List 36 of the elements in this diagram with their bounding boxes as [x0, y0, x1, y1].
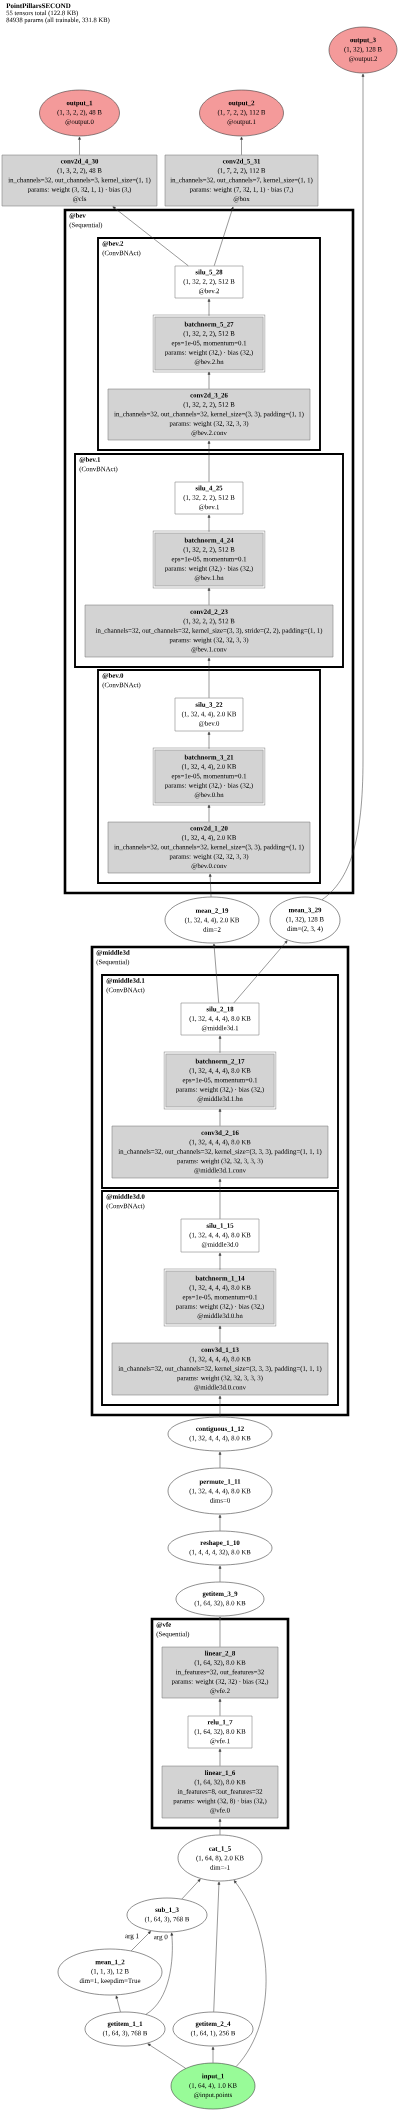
arrow: [181, 1878, 201, 1900]
arrow: [218, 1252, 222, 1270]
arrow: [112, 206, 189, 266]
arrow: [218, 1698, 222, 1716]
arrow: [233, 940, 288, 1003]
arrow: [218, 1108, 222, 1126]
arrow: [211, 2046, 215, 2063]
arrow: [240, 136, 243, 155]
arrow: [218, 1616, 222, 1647]
arrow: [207, 657, 211, 698]
arrow: [207, 514, 211, 532]
arrow: [131, 1931, 151, 1951]
arrow: [207, 371, 211, 389]
arrow: [212, 943, 219, 1003]
arrow: [218, 1565, 222, 1582]
arrow: [207, 804, 211, 822]
arrow: [218, 1035, 222, 1053]
arrow: [218, 1325, 222, 1343]
arrow: [78, 136, 81, 155]
arrow: [208, 873, 212, 897]
arrow: [115, 1995, 121, 2013]
arrow: [207, 440, 211, 482]
arrow: [218, 1178, 222, 1219]
arrow: [207, 587, 211, 605]
arrow: [147, 2043, 186, 2069]
arrow: [218, 1818, 222, 1835]
arrow: [207, 731, 211, 749]
arrow: [218, 1395, 222, 1417]
arrow: [218, 1748, 222, 1766]
arrow: [218, 1514, 222, 1531]
arrow: [213, 206, 234, 266]
arrow: [218, 1451, 222, 1468]
arrow: [145, 1932, 174, 2015]
arrow: [213, 1881, 221, 2012]
arrow: [207, 298, 211, 316]
arrow: [233, 1880, 267, 2067]
